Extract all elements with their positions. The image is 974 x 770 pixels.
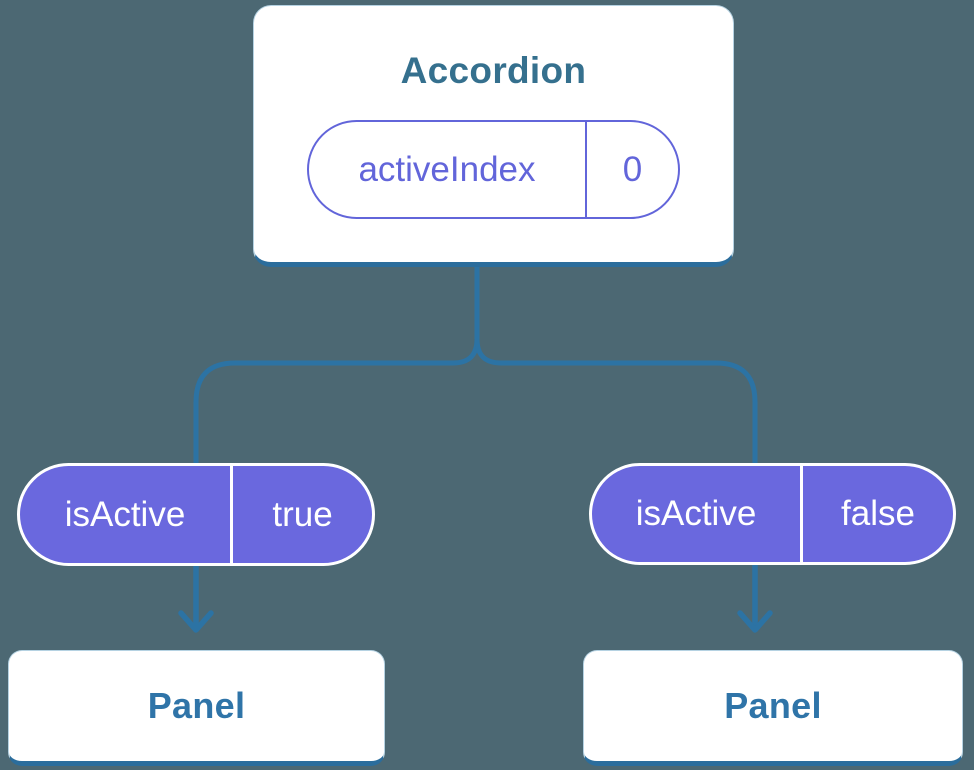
panel-card-right: Panel <box>583 650 963 766</box>
state-name: activeIndex <box>358 149 536 189</box>
prop-pill-divider <box>800 466 803 562</box>
state-value: 0 <box>622 149 643 189</box>
panel-card-title: Panel <box>724 685 822 726</box>
connector-branch-right <box>474 266 758 470</box>
arrow-down-left-icon <box>178 563 214 633</box>
panel-title-wrap: Panel <box>9 651 384 761</box>
prop-value: true <box>272 494 333 534</box>
prop-pill-right: isActive false <box>589 463 956 565</box>
prop-value: false <box>841 494 915 533</box>
panel-card-left: Panel <box>8 650 385 766</box>
state-pill: activeIndex 0 <box>307 120 680 219</box>
arrow-down-right-icon <box>737 561 773 633</box>
prop-name: isActive <box>635 494 757 533</box>
prop-pill-divider <box>230 466 233 563</box>
connector-branch-left <box>193 266 480 470</box>
accordion-card-title: Accordion <box>400 50 587 91</box>
prop-pill-left: isActive true <box>17 463 375 566</box>
panel-card-title: Panel <box>147 685 246 726</box>
prop-name: isActive <box>64 494 186 534</box>
panel-title-wrap: Panel <box>584 651 962 761</box>
state-pill-divider <box>585 122 587 217</box>
